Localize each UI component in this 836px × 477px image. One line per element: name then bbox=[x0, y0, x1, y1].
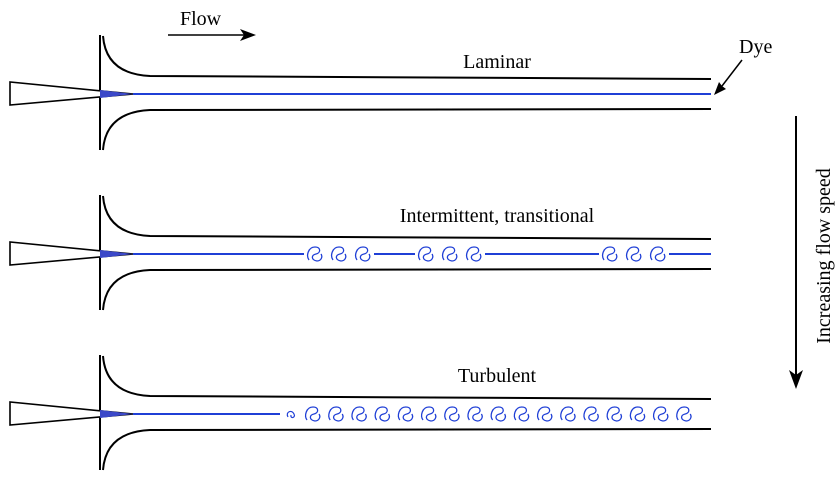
dye-eddy bbox=[490, 406, 507, 422]
dye-eddy bbox=[650, 246, 666, 262]
nozzle-tip bbox=[100, 250, 133, 258]
dye-eddy bbox=[583, 406, 599, 422]
panel-turbulent: Turbulent bbox=[9, 355, 712, 471]
dye-eddy bbox=[560, 406, 576, 422]
dye-eddy bbox=[442, 246, 458, 262]
nozzle bbox=[9, 81, 134, 106]
panel-laminar: Laminar bbox=[9, 35, 712, 151]
dye-pointer-arrow bbox=[714, 59, 743, 95]
dye-streak bbox=[133, 406, 692, 422]
dye-eddy bbox=[606, 406, 623, 422]
nozzle-tip bbox=[100, 90, 133, 98]
dye-eddy bbox=[676, 406, 692, 422]
speed-arrow bbox=[789, 116, 803, 389]
dye-eddy bbox=[421, 406, 437, 422]
dye-label: Dye bbox=[739, 36, 772, 58]
nozzle bbox=[9, 241, 134, 266]
dye-eddy bbox=[537, 406, 553, 422]
dye-streak bbox=[133, 246, 711, 262]
nozzle bbox=[9, 401, 134, 426]
dye-eddy bbox=[351, 406, 367, 422]
dye-eddy bbox=[626, 246, 642, 262]
speed-label: Increasing flow speed bbox=[813, 168, 835, 344]
dye-eddy bbox=[286, 410, 295, 419]
dye-eddy bbox=[374, 406, 391, 422]
dye-eddy bbox=[602, 246, 618, 262]
panel-intermittent: Intermittent, transitional bbox=[9, 195, 712, 311]
nozzle-wedge bbox=[9, 81, 134, 106]
pipe-bottom-wall bbox=[102, 268, 712, 311]
dye-eddy bbox=[629, 406, 646, 422]
nozzle-wedge bbox=[9, 241, 134, 266]
pipe-top-wall bbox=[102, 195, 712, 240]
dye-eddy bbox=[444, 406, 460, 422]
nozzle-wedge bbox=[9, 401, 134, 426]
flow-label: Flow bbox=[180, 8, 222, 30]
dye-eddy bbox=[328, 406, 344, 422]
dye-eddy bbox=[331, 246, 347, 262]
dye-eddy bbox=[466, 246, 482, 262]
pipe-bottom-wall bbox=[102, 108, 712, 151]
pipe-bottom-wall bbox=[102, 428, 712, 471]
pipe-outline bbox=[99, 35, 712, 151]
dye-eddy bbox=[513, 406, 530, 422]
flow-arrow bbox=[168, 29, 256, 41]
regime-label: Laminar bbox=[463, 51, 531, 73]
dye-eddy bbox=[355, 246, 371, 262]
dye-eddy bbox=[467, 406, 483, 422]
dye-eddy bbox=[397, 406, 414, 422]
dye-eddy bbox=[653, 406, 669, 422]
dye-eddy bbox=[307, 246, 323, 262]
regime-label: Intermittent, transitional bbox=[400, 205, 595, 227]
dye-eddy bbox=[418, 246, 434, 262]
pipe-top-wall bbox=[102, 35, 712, 80]
dye-eddy bbox=[305, 406, 321, 422]
pipe-top-wall bbox=[102, 355, 712, 400]
regime-label: Turbulent bbox=[458, 365, 537, 387]
nozzle-tip bbox=[100, 410, 133, 418]
